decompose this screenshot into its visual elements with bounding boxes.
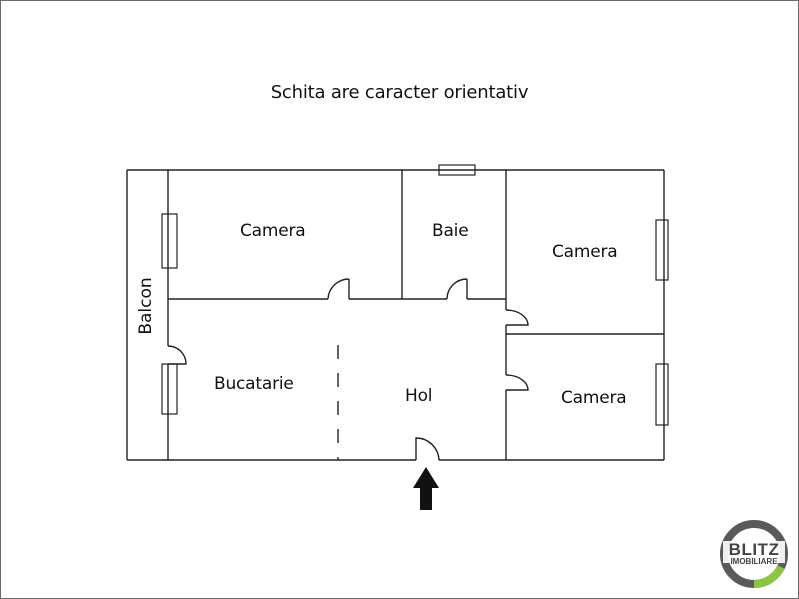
room-label-baie: Baie <box>432 221 469 241</box>
logo-text-imobiliare: IMOBILIARE <box>730 557 778 566</box>
entrance-arrow-icon <box>413 467 439 510</box>
disclaimer-text: Schita are caracter orientativ <box>270 82 529 103</box>
room-label-camera-1: Camera <box>240 221 306 241</box>
room-label-hol: Hol <box>405 386 433 406</box>
room-label-camera-2: Camera <box>552 242 618 262</box>
blitz-logo: BLITZ IMOBILIARE <box>719 519 789 589</box>
room-label-camera-3: Camera <box>561 388 627 408</box>
outer-walls <box>126 169 665 461</box>
windows <box>161 164 669 426</box>
logo-text-blitz: BLITZ <box>728 540 780 559</box>
room-label-bucatarie: Bucatarie <box>214 374 294 394</box>
room-label-balcon: Balcon <box>136 277 156 335</box>
interior-walls <box>168 170 664 460</box>
doors <box>167 278 529 461</box>
